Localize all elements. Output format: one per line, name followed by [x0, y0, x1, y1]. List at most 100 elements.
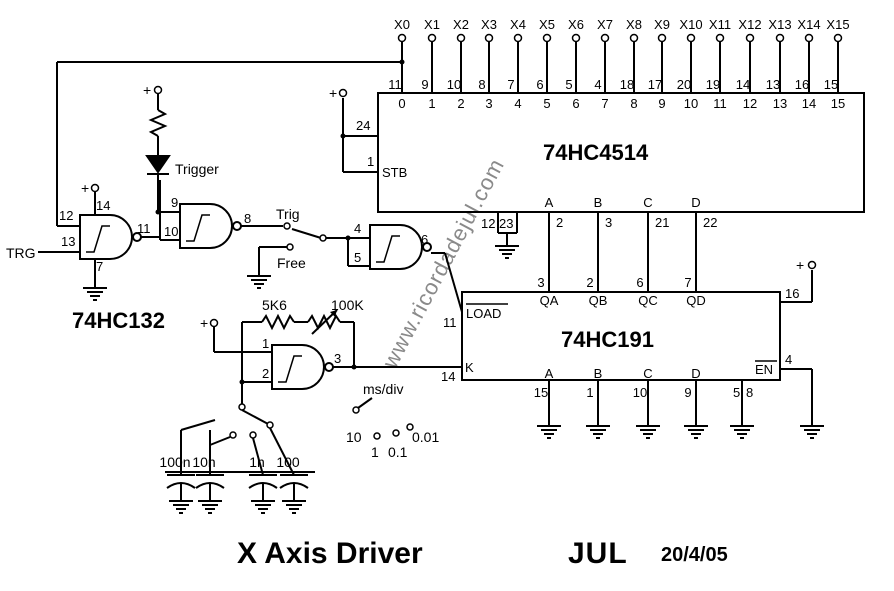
decoder-out-label: 0: [398, 96, 405, 111]
decoder-in-pin: 3: [605, 215, 612, 230]
output-terminal: [427, 33, 437, 43]
counter-d-label: C: [643, 366, 652, 381]
decoder-out-label: 6: [572, 96, 579, 111]
decoder-out-label: 14: [802, 96, 816, 111]
decoder-out-label: 3: [485, 96, 492, 111]
output-terminal: [715, 33, 725, 43]
decoder-in-label: A: [545, 195, 554, 210]
output-label-x0: X0: [394, 17, 410, 32]
g4-pin-1: 1: [262, 336, 269, 351]
g4-pin-3: 3: [334, 351, 341, 366]
output-label-x12: X12: [738, 17, 761, 32]
capacitor-label: 1n: [249, 454, 265, 470]
g3-pin-6: 6: [421, 232, 428, 247]
counter-d-label: B: [594, 366, 603, 381]
output-label-x10: X10: [679, 17, 702, 32]
plus-dec: +: [329, 85, 337, 101]
date: 20/4/05: [661, 544, 728, 566]
trigger-led-label: Trigger: [175, 161, 219, 177]
output-terminal: [397, 33, 407, 43]
cnt-pin-8: 8: [746, 385, 753, 400]
cnt-pin-5: 5: [733, 385, 740, 400]
decoder-out-label: 13: [773, 96, 787, 111]
g1-pin-7: 7: [96, 259, 103, 274]
decoder-out-label: 2: [457, 96, 464, 111]
ground-symbol: [585, 419, 611, 439]
decoder-out-label: 15: [831, 96, 845, 111]
counter-d-pin: 1: [586, 385, 593, 400]
output-terminal: [484, 33, 494, 43]
decoder-in-label: B: [594, 195, 603, 210]
cnt-k-label: K: [465, 360, 474, 375]
decoder-out-label: 12: [743, 96, 757, 111]
g3-pin-5: 5: [354, 250, 361, 265]
output-label-x11: X11: [709, 17, 731, 32]
trg-label: TRG: [6, 245, 36, 261]
counter-d-label: D: [691, 366, 700, 381]
decoder-out-pin: 17: [648, 77, 662, 92]
output-terminal: [513, 33, 523, 43]
decoder-out-pin: 15: [824, 77, 838, 92]
range-10: 10: [346, 429, 362, 445]
output-label-x13: X13: [768, 17, 791, 32]
decoder-in-label: C: [643, 195, 652, 210]
output-label-x5: X5: [539, 17, 555, 32]
output-label-x4: X4: [510, 17, 526, 32]
g2-pin-9: 9: [171, 195, 178, 210]
capacitor-label: 100n: [159, 454, 190, 470]
counter-d-label: A: [545, 366, 554, 381]
counter-q-label: QC: [638, 293, 658, 308]
counter-d-pin: 9: [684, 385, 691, 400]
decoder-out-pin: 5: [565, 77, 572, 92]
output-terminal: [686, 33, 696, 43]
g2-pin-10: 10: [164, 224, 178, 239]
dec-pin-24: 24: [356, 118, 370, 133]
cnt-pin-4: 4: [785, 352, 792, 367]
counter-q-pin: 3: [537, 275, 544, 290]
plus-g1: +: [81, 180, 89, 196]
counter-q-label: QA: [540, 293, 559, 308]
decoder-out-label: 7: [601, 96, 608, 111]
decoder-in-pin: 2: [556, 215, 563, 230]
r2-label: 100K: [331, 297, 364, 313]
decoder-out-pin: 20: [677, 77, 691, 92]
decoder-out-label: 10: [684, 96, 698, 111]
decoder-out-pin: 19: [706, 77, 720, 92]
decoder-out-pin: 6: [536, 77, 543, 92]
output-label-x8: X8: [626, 17, 642, 32]
ground-symbol: [281, 494, 307, 514]
output-label-x2: X2: [453, 17, 469, 32]
decoder-out-label: 5: [543, 96, 550, 111]
dec-stb-label: STB: [382, 165, 407, 180]
output-terminal: [657, 33, 667, 43]
range-0-01: 0.01: [412, 429, 439, 445]
g1-pin-13: 13: [61, 234, 75, 249]
range-1: 1: [371, 444, 379, 460]
g1-pin-14: 14: [96, 198, 110, 213]
output-terminal: [804, 33, 814, 43]
output-terminal: [571, 33, 581, 43]
output-terminal: [600, 33, 610, 43]
plus-led: +: [143, 82, 151, 98]
range-0-1: 0.1: [388, 444, 408, 460]
counter-q-label: QD: [686, 293, 706, 308]
dec-pin-1: 1: [367, 154, 374, 169]
ground-symbol: [250, 494, 276, 514]
capacitor-label: 100: [276, 454, 300, 470]
ground-symbol: [168, 494, 194, 514]
g1-pin-11: 11: [137, 221, 151, 236]
g1-pin-12: 12: [59, 208, 73, 223]
ground-symbol: [536, 419, 562, 439]
decoder-out-pin: 18: [620, 77, 634, 92]
decoder-outputs: X0110X191X2102X383X474X565X656X747X8188X…: [388, 17, 849, 111]
output-terminal: [629, 33, 639, 43]
decoder-out-label: 11: [713, 96, 727, 111]
decoder-chip: [377, 92, 865, 213]
decoder-out-pin: 4: [594, 77, 601, 92]
decoder-out-pin: 9: [421, 77, 428, 92]
output-label-x14: X14: [797, 17, 820, 32]
